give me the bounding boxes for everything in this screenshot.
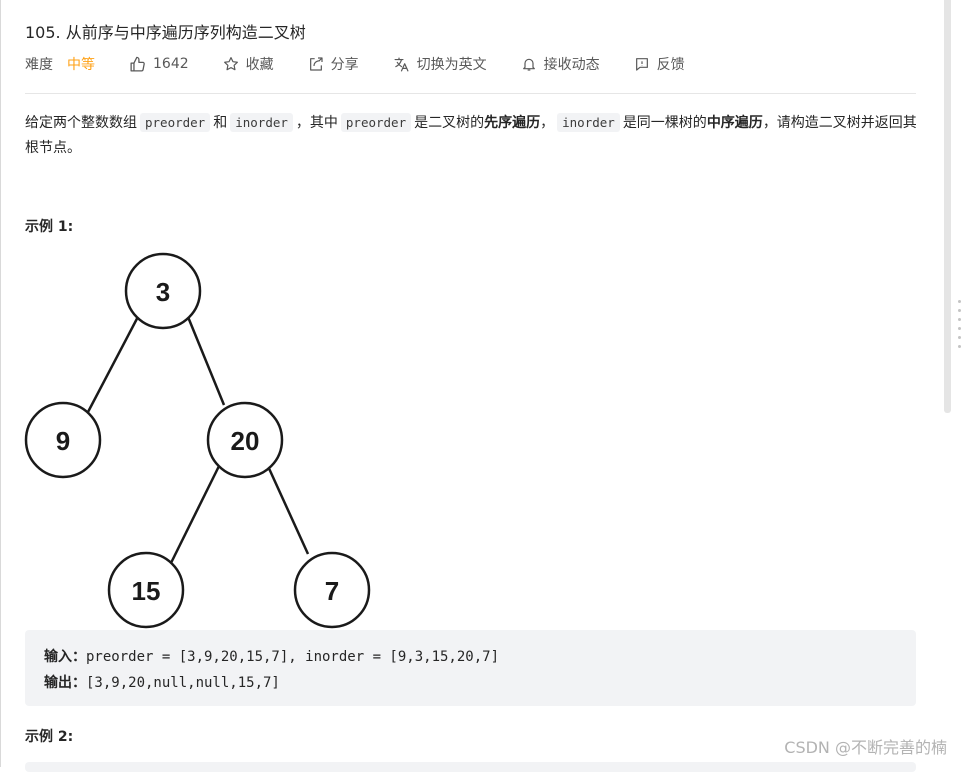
inline-code: preorder (340, 113, 412, 132)
left-border (0, 0, 1, 767)
tree-node-label: 3 (156, 277, 170, 307)
desc-text: 是同一棵树的 (622, 115, 707, 131)
desc-text: 给定两个整数数组 (25, 115, 137, 131)
difficulty-value: 中等 (67, 57, 95, 73)
problem-meta-bar: 难度 中等 1642 收藏 分享 切换为英文 接收动态 反馈 (25, 53, 719, 75)
like-button[interactable]: 1642 (129, 56, 189, 73)
difficulty-label: 难度 (25, 57, 53, 73)
tree-node-label: 15 (132, 576, 161, 606)
tree-node: 9 (24, 401, 102, 479)
inline-code: preorder (140, 113, 211, 132)
example-1-code-block: 输入：preorder = [3,9,20,15,7], inorder = [… (25, 630, 916, 706)
input-value: preorder = [3,9,20,15,7], inorder = [9,3… (86, 649, 500, 665)
example-2-code-block (25, 762, 916, 772)
divider (25, 93, 916, 94)
tree-node-label: 20 (231, 426, 260, 456)
feedback-label: 反馈 (656, 57, 685, 73)
input-label: 输入： (44, 649, 86, 665)
watermark: CSDN @不断完善的楠 (784, 738, 947, 757)
notify-label: 接收动态 (543, 57, 600, 73)
tree-node: 3 (124, 252, 202, 330)
switch-language-button[interactable]: 切换为英文 (393, 54, 487, 74)
panel-resize-handle[interactable] (958, 300, 961, 354)
tree-node: 20 (206, 401, 284, 479)
example-output-line: 输出：[3,9,20,null,null,15,7] (44, 670, 916, 696)
desc-text: ，其中 (295, 115, 338, 131)
scrollbar-thumb[interactable] (944, 0, 951, 413)
desc-text: ，请构造二叉树并返回其根节点。 (25, 115, 917, 156)
output-label: 输出： (44, 675, 86, 691)
bell-icon (522, 58, 535, 71)
collect-button[interactable]: 收藏 (223, 54, 274, 74)
translate-icon (394, 57, 409, 71)
bold-preorder-text: 先序遍历 (484, 115, 541, 131)
desc-text: 和 (213, 115, 228, 131)
collect-label: 收藏 (245, 57, 274, 73)
like-count: 1642 (153, 56, 189, 72)
inline-code: inorder (230, 113, 293, 132)
tree-edge (184, 311, 226, 406)
feedback-button[interactable]: 反馈 (634, 54, 685, 74)
binary-tree-diagram: 3 9 20 15 7 (24, 252, 371, 629)
desc-text: 是二叉树的 (414, 115, 485, 131)
share-button[interactable]: 分享 (308, 54, 359, 74)
example-2-title: 示例 2: (25, 729, 74, 745)
example-input-line: 输入：preorder = [3,9,20,15,7], inorder = [… (44, 644, 916, 670)
tree-edge (265, 463, 310, 555)
bold-inorder-text: 中序遍历 (706, 115, 763, 131)
tree-edge (168, 461, 223, 566)
thumbs-up-icon (130, 56, 145, 72)
desc-text: ， (540, 115, 555, 131)
switch-language-label: 切换为英文 (416, 57, 487, 73)
share-icon (309, 57, 323, 71)
notify-button[interactable]: 接收动态 (521, 54, 600, 74)
example-1-title: 示例 1: (25, 219, 74, 235)
inline-code: inorder (557, 113, 620, 132)
output-value: [3,9,20,null,null,15,7] (86, 675, 280, 691)
star-icon (223, 57, 238, 71)
tree-edge (86, 310, 143, 413)
feedback-icon (635, 58, 648, 71)
difficulty: 难度 中等 (25, 54, 95, 74)
tree-node: 15 (107, 551, 185, 629)
tree-node: 7 (293, 551, 371, 629)
tree-node-label: 7 (325, 576, 339, 606)
share-label: 分享 (330, 57, 359, 73)
problem-title: 105. 从前序与中序遍历序列构造二叉树 (25, 23, 306, 42)
tree-node-label: 9 (56, 426, 70, 456)
